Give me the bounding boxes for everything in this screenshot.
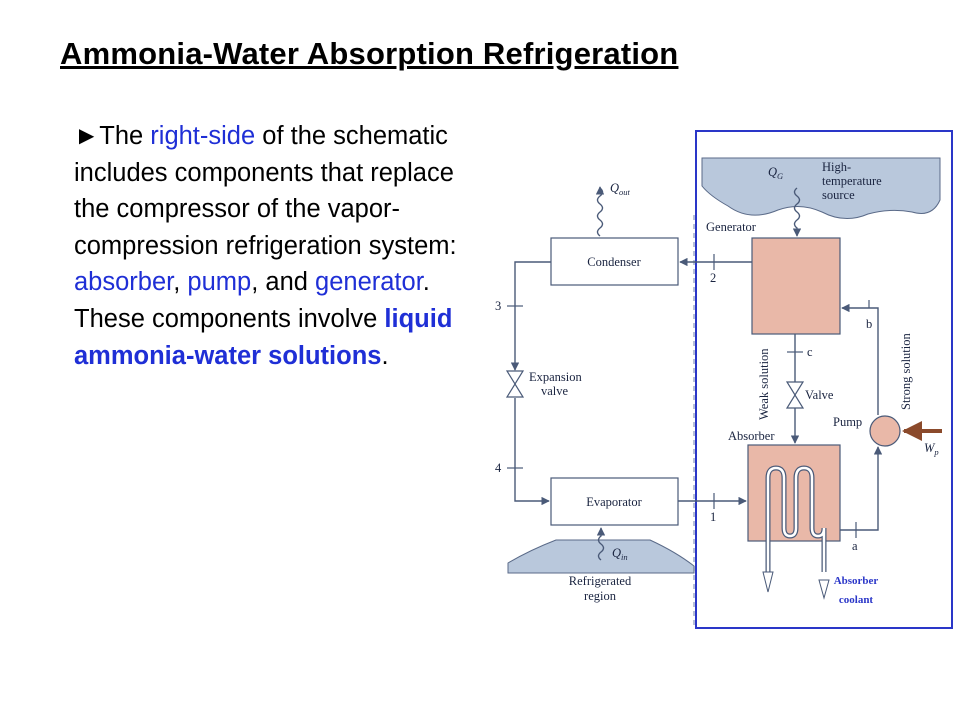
refrigerated-region [507,539,695,574]
absorption-schematic: Qout QG High- temperature source Generat… [495,130,953,629]
q-in-label: Qin [612,546,628,562]
slide-title: Ammonia-Water Absorption Refrigeration [60,36,679,71]
expansion-valve-label-1: Expansion [529,370,583,384]
state-4-label: 4 [495,461,502,475]
state-a-label: a [852,539,858,553]
highlight-generator: generator [315,268,423,297]
evaporator-box [550,477,679,526]
refrigerated-region-label-2: region [584,589,617,603]
bullet-text: . These components involve [74,268,430,333]
strong-solution-label: Strong solution [899,333,913,410]
pipes [510,186,883,561]
absorber-label: Absorber [728,429,775,443]
generator-box [751,237,841,335]
generator-label: Generator [706,220,757,234]
refrigerated-region-label-1: Refrigerated [569,574,632,588]
bullet-paragraph: ►The right-side of the schematic include… [74,118,474,374]
expansion-valve-icon [505,370,525,398]
right-side-outline [695,130,953,629]
condenser-label: Condenser [587,255,641,269]
state-2-label: 2 [710,271,716,285]
bullet-text: The [99,122,151,150]
weak-solution-label: Weak solution [757,348,771,420]
highlight-pump: pump [187,268,252,297]
w-p-label: Wp [924,441,939,457]
bullet-text: of the schematic includes components tha… [74,122,457,260]
coolant-out-arrow [818,579,830,600]
absorber-coolant-label-1: Absorber [834,575,879,587]
evaporator-label: Evaporator [586,495,642,509]
highlight-absorber: absorber [74,268,174,297]
highlight-right-side: right-side [150,122,256,150]
source-label-2: temperature [822,174,882,188]
state-c-label: c [807,345,813,359]
bullet-text: , and [251,268,316,297]
bullet-text: , [173,268,188,297]
valve-icon [785,381,805,409]
q-out-label: Qout [610,181,631,197]
q-g-label: QG [768,165,783,181]
pump-label: Pump [833,415,862,429]
state-b-label: b [866,317,872,331]
state-1-label: 1 [710,510,716,524]
bullet-marker: ► [74,122,100,150]
source-label-3: source [822,188,855,202]
high-temperature-source-region [701,157,941,219]
state-3-label: 3 [495,299,501,313]
highlight-liquid-solutions: liquid ammonia-water solutions [74,304,453,370]
source-label-1: High- [822,160,851,174]
pump-icon [869,415,901,447]
expansion-valve-label-2: valve [541,384,569,398]
coolant-in-arrow [762,571,774,593]
state-ticks [507,254,870,538]
bullet-text: . [381,341,389,370]
valve-label: Valve [805,388,834,402]
absorber-coolant-label-2: coolant [839,594,874,606]
